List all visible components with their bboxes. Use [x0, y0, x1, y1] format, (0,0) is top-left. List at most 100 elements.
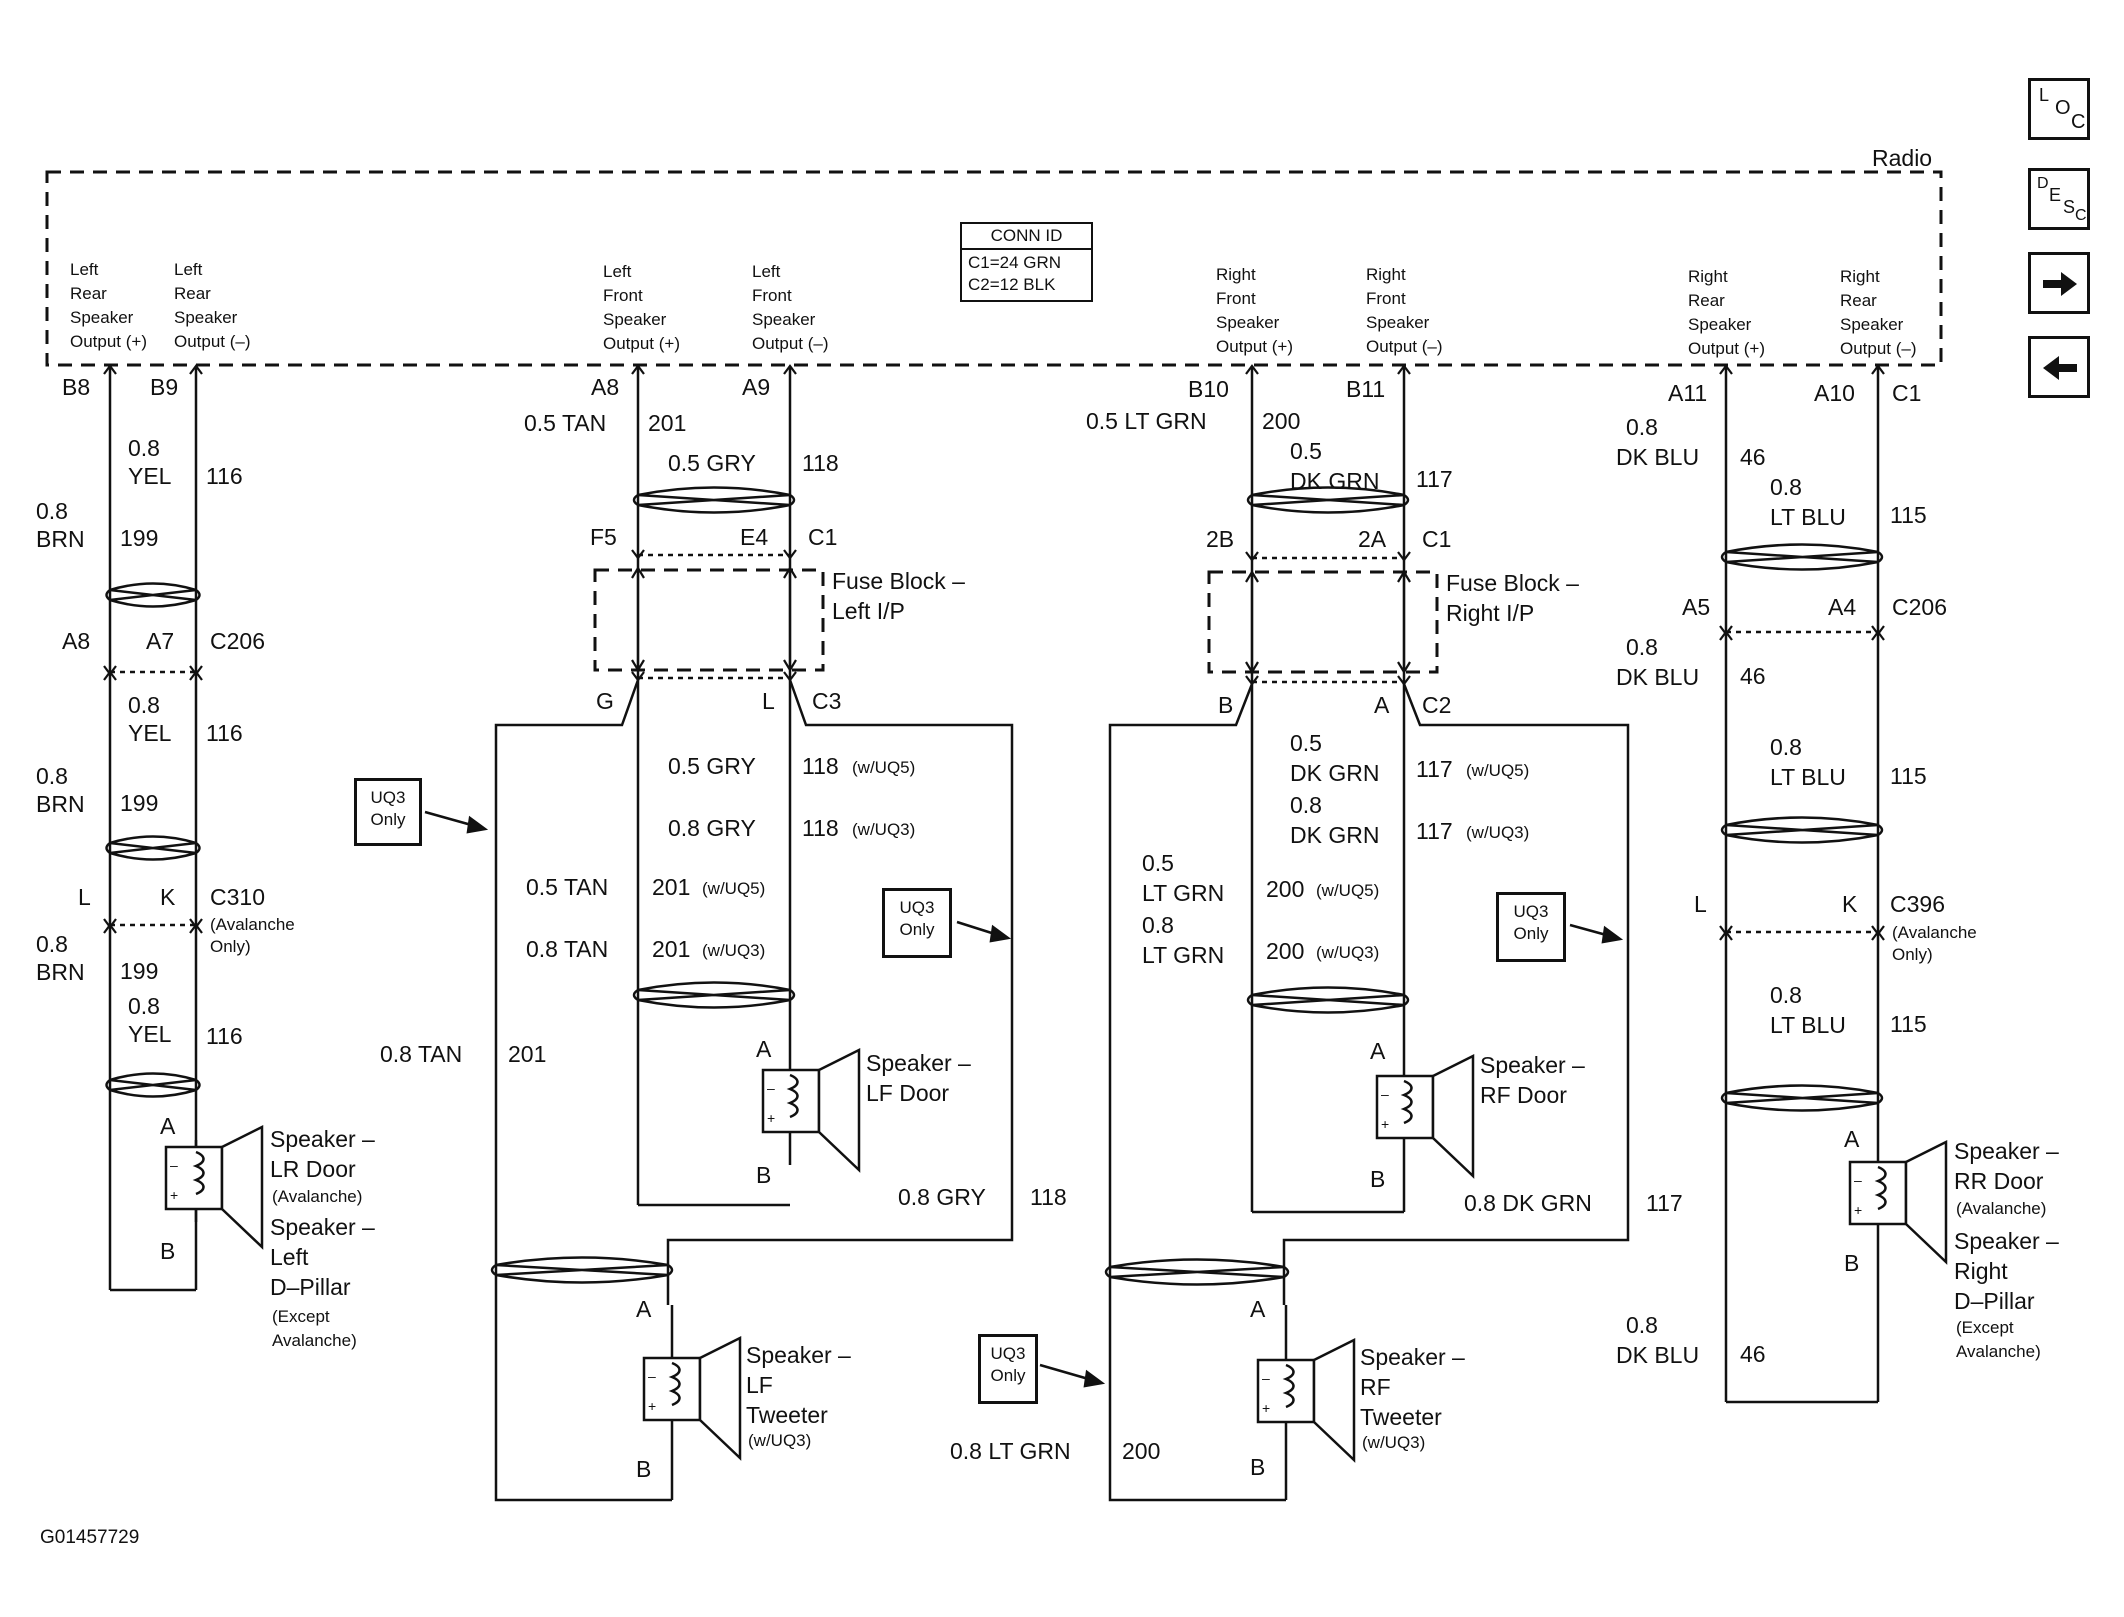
connector-c206-right: C206	[1892, 594, 1947, 620]
pin-a10: A10	[1814, 380, 1855, 406]
fuse-block-left	[593, 568, 825, 672]
connector-c3: C3	[812, 688, 842, 714]
lf-tweeter-note: (w/UQ3)	[748, 1431, 812, 1450]
connector-c1-right: C1	[1422, 526, 1452, 552]
pin-a8-c206: A8	[62, 628, 91, 654]
pin-a4: A4	[1828, 594, 1857, 620]
radio-label: Radio	[1872, 145, 1933, 171]
twist-lf-2	[632, 981, 796, 1009]
next-button[interactable]	[2028, 252, 2090, 314]
speaker-rf-tweeter-icon	[1256, 1337, 1356, 1463]
conn-id-title: CONN ID	[962, 224, 1091, 250]
circuit-115-b: 115	[1890, 763, 1927, 789]
circuit-46-c: 46	[1740, 1341, 1766, 1367]
pin-b-lf-tweeter: B	[636, 1456, 652, 1482]
location-button[interactable]: L O C	[2028, 78, 2090, 140]
lf-circuit-201-tweeter: 201	[508, 1041, 547, 1067]
pin-g: G	[596, 688, 614, 714]
rf-uq5-note-a: (w/UQ5)	[1466, 761, 1530, 780]
speaker-rr-door-icon	[1848, 1139, 1948, 1265]
svg-text:–: –	[170, 1157, 178, 1173]
twist-rr-3	[1720, 1084, 1884, 1112]
previous-button[interactable]	[2028, 336, 2090, 398]
circuit-199-a: 199	[120, 525, 159, 551]
wire-tan-05: 0.5 TAN	[524, 410, 607, 436]
connector-c310: C310	[210, 884, 265, 910]
pin-a5: A5	[1682, 594, 1711, 620]
pin-a11: A11	[1668, 380, 1708, 406]
circuit-118: 118	[802, 450, 839, 476]
pin-a7: A7	[146, 628, 175, 654]
twist-lr-3	[105, 1072, 201, 1098]
pin-b10: B10	[1188, 376, 1229, 402]
lf-circuit-118-uq3: 118	[802, 815, 839, 841]
pin-2a: 2A	[1358, 526, 1387, 552]
pin-a-lf-tweeter: A	[636, 1296, 652, 1322]
right-arrow-icon	[2043, 272, 2077, 296]
conn-id-box: CONN ID C1=24 GRN C2=12 BLK	[960, 222, 1093, 302]
lf-wire-tan-05: 0.5 TAN	[526, 874, 609, 900]
connector-c1-left: C1	[808, 524, 838, 550]
speaker-lf-door-label: Speaker –LF Door	[866, 1050, 971, 1106]
circuit-116-b: 116	[206, 720, 243, 746]
svg-text:+: +	[170, 1187, 178, 1203]
svg-text:+: +	[648, 1398, 656, 1414]
pin-b8: B8	[62, 374, 91, 400]
rf-circuit-117-tweeter: 117	[1646, 1190, 1683, 1216]
pin-b-rf-door: B	[1370, 1166, 1386, 1192]
rf-circuit-200-uq3: 200	[1266, 938, 1305, 964]
pin-l-c396: L	[1694, 891, 1707, 917]
rf-tweeter-note: (w/UQ3)	[1362, 1433, 1426, 1452]
description-button[interactable]: D E S C	[2028, 168, 2090, 230]
pin-k-c396: K	[1842, 891, 1858, 917]
twist-lr-2	[105, 835, 201, 861]
pin-a-lf-door: A	[756, 1036, 772, 1062]
svg-text:+: +	[767, 1110, 775, 1126]
speaker-lr-door-label: Speaker –LR Door	[270, 1126, 375, 1182]
lf-uq5-note-a: (w/UQ5)	[852, 758, 916, 777]
pin-b-rr: B	[1844, 1250, 1860, 1276]
connector-c396: C396	[1890, 891, 1945, 917]
pin-2b: 2B	[1206, 526, 1235, 552]
pin-a-rf-tweeter: A	[1250, 1296, 1266, 1322]
lr-door-note: (Avalanche)	[272, 1187, 363, 1206]
pin-l-c3: L	[762, 688, 775, 714]
speaker-rr-door-label: Speaker –RR Door	[1954, 1138, 2059, 1194]
rr-door-note: (Avalanche)	[1956, 1199, 2047, 1218]
lf-wire-tan-08: 0.8 TAN	[526, 936, 609, 962]
circuit-115-c: 115	[1890, 1011, 1927, 1037]
conn-id-c2: C2=12 BLK	[968, 275, 1056, 294]
lf-uq3-note-a: (w/UQ3)	[852, 820, 916, 839]
pin-b-rf-tweeter: B	[1250, 1454, 1266, 1480]
wire-ltgrn-05: 0.5 LT GRN	[1086, 408, 1207, 434]
connector-c206-left: C206	[210, 628, 265, 654]
rf-uq3-note-a: (w/UQ3)	[1466, 823, 1530, 842]
circuit-117: 117	[1416, 466, 1453, 492]
fuse-block-right-label: Fuse Block –Right I/P	[1446, 570, 1579, 626]
circuit-116-c: 116	[206, 1023, 243, 1049]
circuit-200: 200	[1262, 408, 1301, 434]
twist-lf-3	[490, 1256, 674, 1284]
pin-b9: B9	[150, 374, 179, 400]
rf-uq3-note-b: (w/UQ3)	[1316, 943, 1380, 962]
circuit-116-a: 116	[206, 463, 243, 489]
lf-wire-gry-05: 0.5 GRY	[668, 753, 756, 779]
svg-text:–: –	[767, 1080, 775, 1096]
lf-wire-gry-08: 0.8 GRY	[668, 815, 756, 841]
